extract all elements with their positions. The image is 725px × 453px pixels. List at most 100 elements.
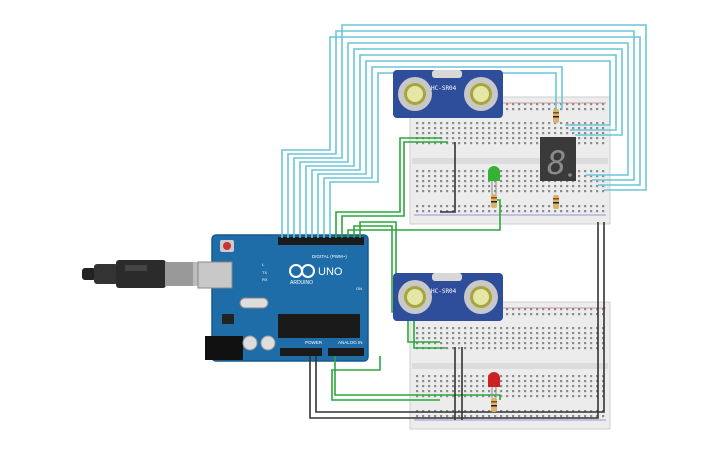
red-led[interactable] [488,372,500,398]
breadboard-hole [602,313,605,316]
breadboard-hole [500,122,503,125]
breadboard-hole [602,180,605,183]
breadboard-hole [512,308,515,311]
resistor-led-top[interactable] [491,194,497,208]
ultrasonic-sensor-bottom[interactable]: HC-SR04 [393,273,503,321]
breadboard-hole [536,327,539,330]
breadboard-hole [536,375,539,378]
breadboard-hole [530,205,533,208]
breadboard-hole [578,385,581,388]
breadboard-hole [566,185,569,188]
breadboard-hole [512,347,515,350]
breadboard-hole [536,185,539,188]
breadboard-hole [512,342,515,345]
breadboard-hole [590,308,593,311]
digital-header[interactable] [278,237,364,245]
breadboard-hole [470,415,473,418]
breadboard-hole [506,410,509,413]
breadboard-hole [446,137,449,140]
breadboard-hole [464,332,467,335]
breadboard-hole [452,185,455,188]
breadboard-hole [422,170,425,173]
breadboard-hole [434,342,437,345]
breadboard-hole [554,190,557,193]
power-header[interactable] [280,348,322,356]
breadboard-hole [572,313,575,316]
breadboard-hole [458,180,461,183]
breadboard-hole [542,332,545,335]
breadboard-hole [416,205,419,208]
breadboard-hole [596,332,599,335]
breadboard-hole [446,410,449,413]
breadboard-hole [524,180,527,183]
seven-segment-display[interactable]: 8 [540,137,576,182]
breadboard-hole [548,390,551,393]
green-led[interactable] [488,166,500,194]
arduino-uno-board[interactable]: UNO ARDUINO DIGITAL (PWM~) POWER ANALOG … [197,234,369,362]
breadboard-hole [578,410,581,413]
breadboard-hole [560,337,563,340]
breadboard-hole [500,410,503,413]
breadboard-hole [506,415,509,418]
breadboard-hole [500,185,503,188]
breadboard-hole [596,395,599,398]
breadboard-hole [500,347,503,350]
analog-header[interactable] [328,348,364,356]
breadboard-hole [470,327,473,330]
breadboard-hole [530,337,533,340]
breadboard-hole [572,190,575,193]
resistor-seg-top[interactable] [553,109,559,123]
breadboard-top[interactable] [409,96,611,225]
resistor-led-bottom[interactable] [491,398,497,412]
breadboard-hole [434,122,437,125]
breadboard-hole [542,415,545,418]
breadboard-hole [416,190,419,193]
breadboard-hole [602,375,605,378]
breadboard-hole [470,132,473,135]
breadboard-hole [590,385,593,388]
breadboard-hole [536,170,539,173]
breadboard-hole [560,347,563,350]
breadboard-hole [512,385,515,388]
breadboard-hole [464,380,467,383]
breadboard-hole [554,127,557,130]
breadboard-hole [416,175,419,178]
breadboard-hole [452,342,455,345]
breadboard-hole [548,380,551,383]
breadboard-hole [422,142,425,145]
breadboard-hole [554,332,557,335]
breadboard-hole [548,132,551,135]
breadboard-hole [512,122,515,125]
breadboard-hole [548,347,551,350]
breadboard-hole [458,385,461,388]
breadboard-hole [572,108,575,111]
arduino-brand: ARDUINO [290,280,313,286]
breadboard-hole [452,327,455,330]
breadboard-hole [566,380,569,383]
breadboard-hole [596,347,599,350]
breadboard-hole [422,127,425,130]
breadboard-hole [500,327,503,330]
breadboard-hole [566,308,569,311]
resistor-seg-bottom[interactable] [553,195,559,209]
breadboard-hole [566,205,569,208]
breadboard-hole [434,327,437,330]
breadboard-hole [440,337,443,340]
breadboard-hole [512,142,515,145]
breadboard-hole [524,342,527,345]
breadboard-hole [590,415,593,418]
breadboard-hole [572,185,575,188]
breadboard-hole [584,327,587,330]
breadboard-hole [458,190,461,193]
breadboard-hole [416,122,419,125]
breadboard-hole [434,337,437,340]
breadboard-bottom[interactable] [409,301,611,430]
breadboard-hole [542,180,545,183]
breadboard-hole [428,142,431,145]
breadboard-hole [602,347,605,350]
tx-label: TX [262,270,267,275]
breadboard-hole [554,122,557,125]
breadboard-hole [422,190,425,193]
breadboard-hole [518,308,521,311]
ultrasonic-sensor-top[interactable]: HC-SR04 [393,70,503,118]
